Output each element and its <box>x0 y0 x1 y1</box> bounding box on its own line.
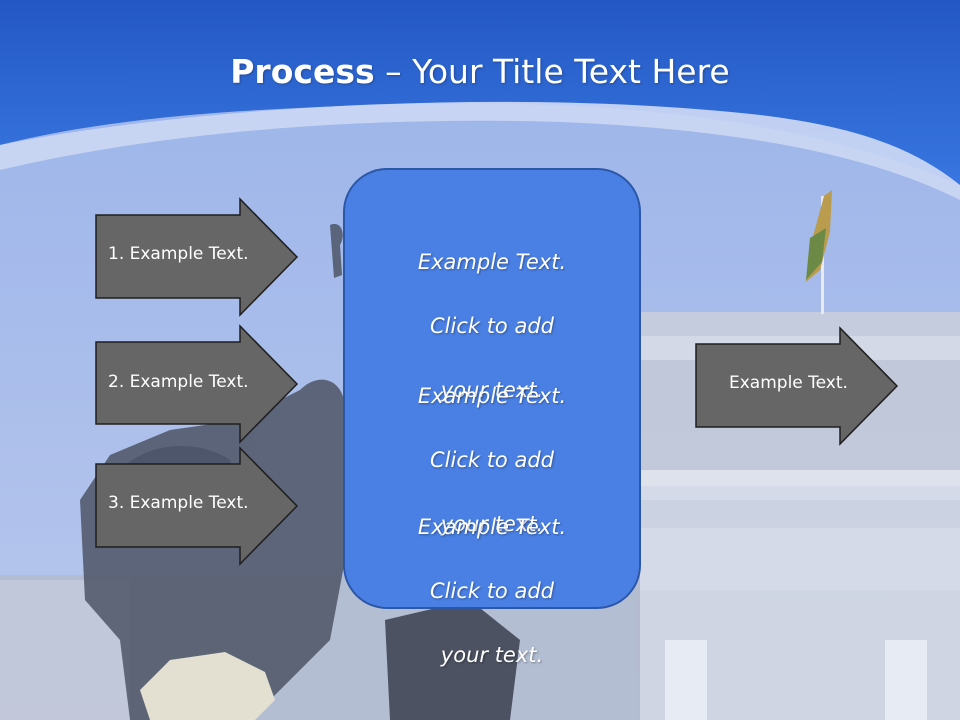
paragraph-line: Example Text. <box>417 250 567 274</box>
paragraph-line: your text. <box>440 643 544 667</box>
arrow-2-label: 2. Example Text. <box>108 372 249 392</box>
arrow-3-label: 3. Example Text. <box>108 493 249 513</box>
right-arrow-label: Example Text. <box>729 373 848 393</box>
box-paragraph-3[interactable]: Example Text. Click to add your text. <box>345 479 639 703</box>
paragraph-line: Example Text. <box>417 384 567 408</box>
process-arrow-3[interactable] <box>95 446 299 566</box>
result-arrow[interactable] <box>695 326 899 446</box>
box-paragraph-1[interactable]: Example Text. Click to add your text. <box>345 214 639 438</box>
title-bold: Process <box>230 52 375 91</box>
paragraph-line: Click to add <box>429 314 554 338</box>
paragraph-line: Click to add <box>429 579 554 603</box>
flag-photo <box>806 190 832 314</box>
box-paragraph-2[interactable]: Example Text. Click to add your text. <box>345 348 639 572</box>
paragraph-line: Click to add <box>429 448 554 472</box>
paragraph-line: Example Text. <box>417 515 567 539</box>
arrow-1-label: 1. Example Text. <box>108 244 249 264</box>
paragraph-line: your text. <box>440 512 544 536</box>
process-arrow-2[interactable] <box>95 324 299 444</box>
title-rest: – Your Title Text Here <box>374 52 730 91</box>
paragraph-line: your text. <box>440 378 544 402</box>
process-arrow-1[interactable] <box>95 197 299 317</box>
slide-title: Process – Your Title Text Here <box>0 52 960 91</box>
center-text-box[interactable]: Example Text. Click to add your text. Ex… <box>343 168 641 667</box>
